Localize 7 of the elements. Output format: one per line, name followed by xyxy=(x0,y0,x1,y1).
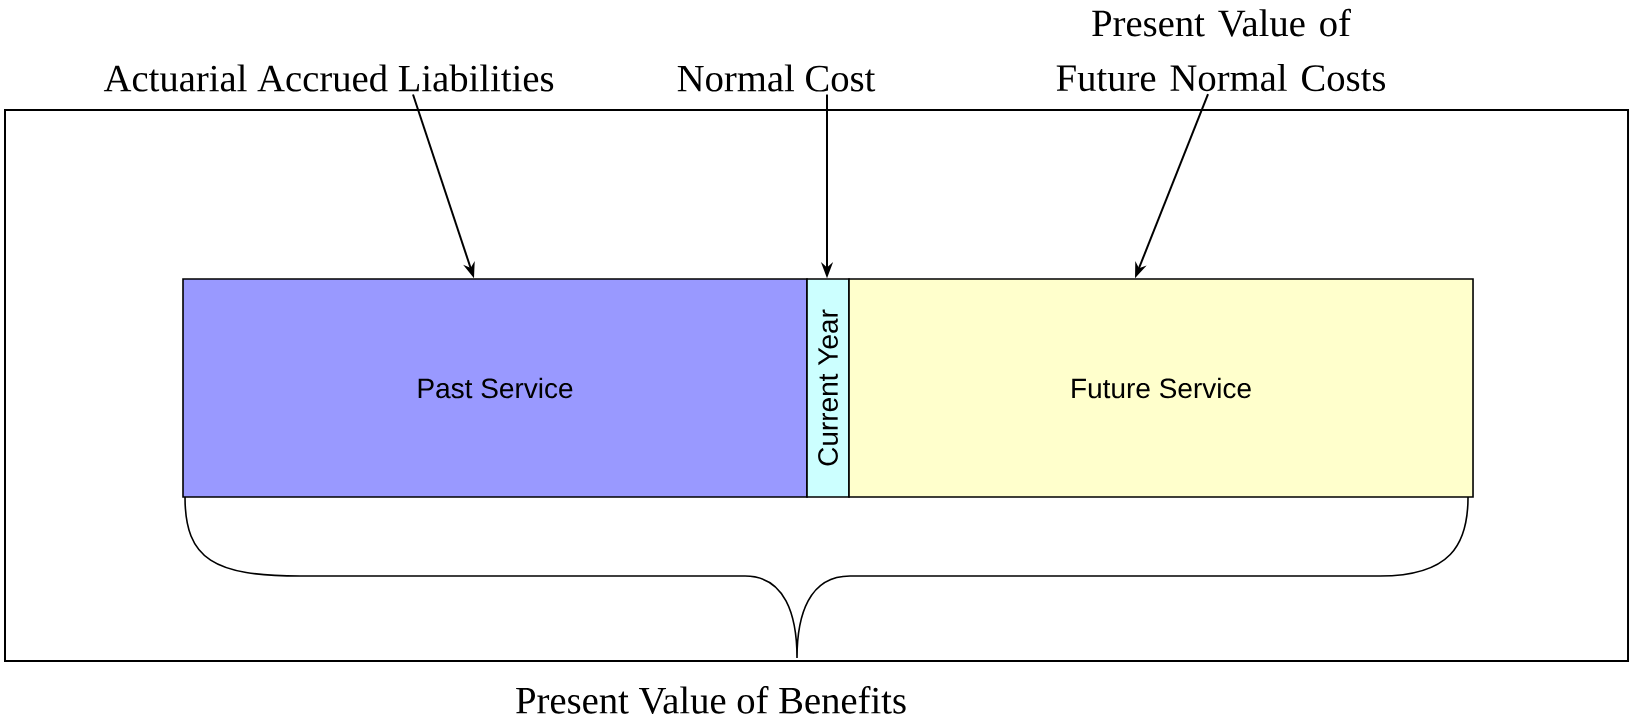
heading-text: Normal Cost xyxy=(677,64,876,92)
service-box: Future Service xyxy=(848,278,1474,498)
heading-text: Actuarial Accrued Liabilities xyxy=(103,64,554,92)
heading-text: Present Value of Future Normal Costs xyxy=(1056,8,1385,92)
service-box: Past Service xyxy=(182,278,808,498)
year-strip: Current Year xyxy=(806,278,850,498)
caption-text: Present Value of Benefits xyxy=(516,686,906,714)
